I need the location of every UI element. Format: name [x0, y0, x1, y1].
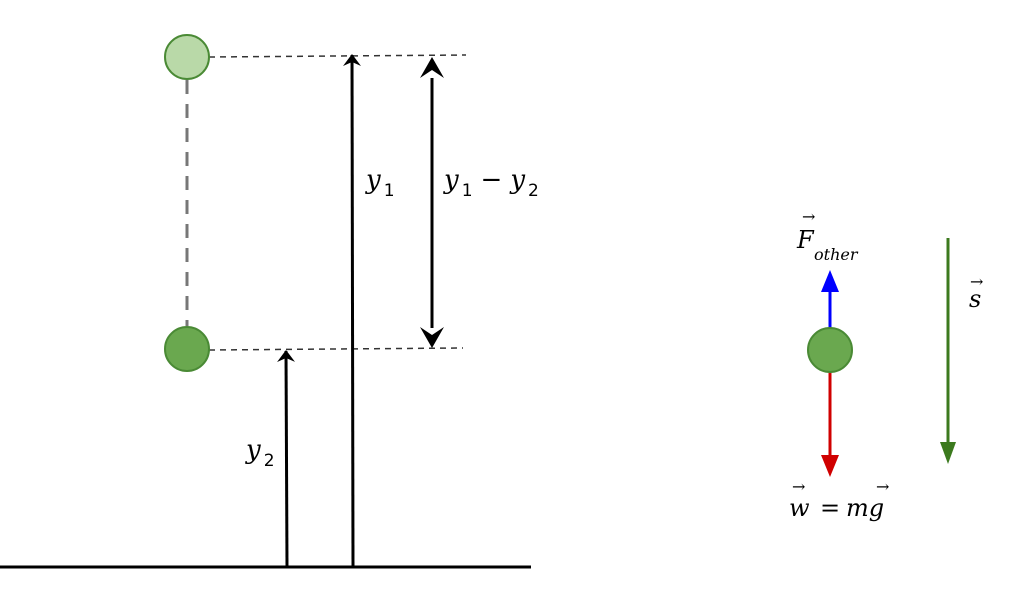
y1-arrow [343, 54, 362, 568]
difference-arrow-head-bottom [420, 327, 444, 348]
difference-arrow-head-top [420, 57, 444, 78]
force-other-label: → F other [796, 200, 859, 264]
y2-arrow [277, 350, 296, 568]
weight-label: → → w = mg [789, 470, 897, 522]
ball-bottom [164, 326, 210, 372]
ball-top [164, 34, 210, 80]
ball-free-body [807, 327, 853, 373]
bottom-level-dashed-line [208, 347, 464, 351]
top-level-dashed-line [208, 54, 467, 58]
force-other-arrow-head [821, 270, 839, 292]
weight-arrow-head [821, 455, 839, 477]
displacement-arrow-head [940, 442, 956, 464]
displacement-label: → s [969, 265, 991, 313]
